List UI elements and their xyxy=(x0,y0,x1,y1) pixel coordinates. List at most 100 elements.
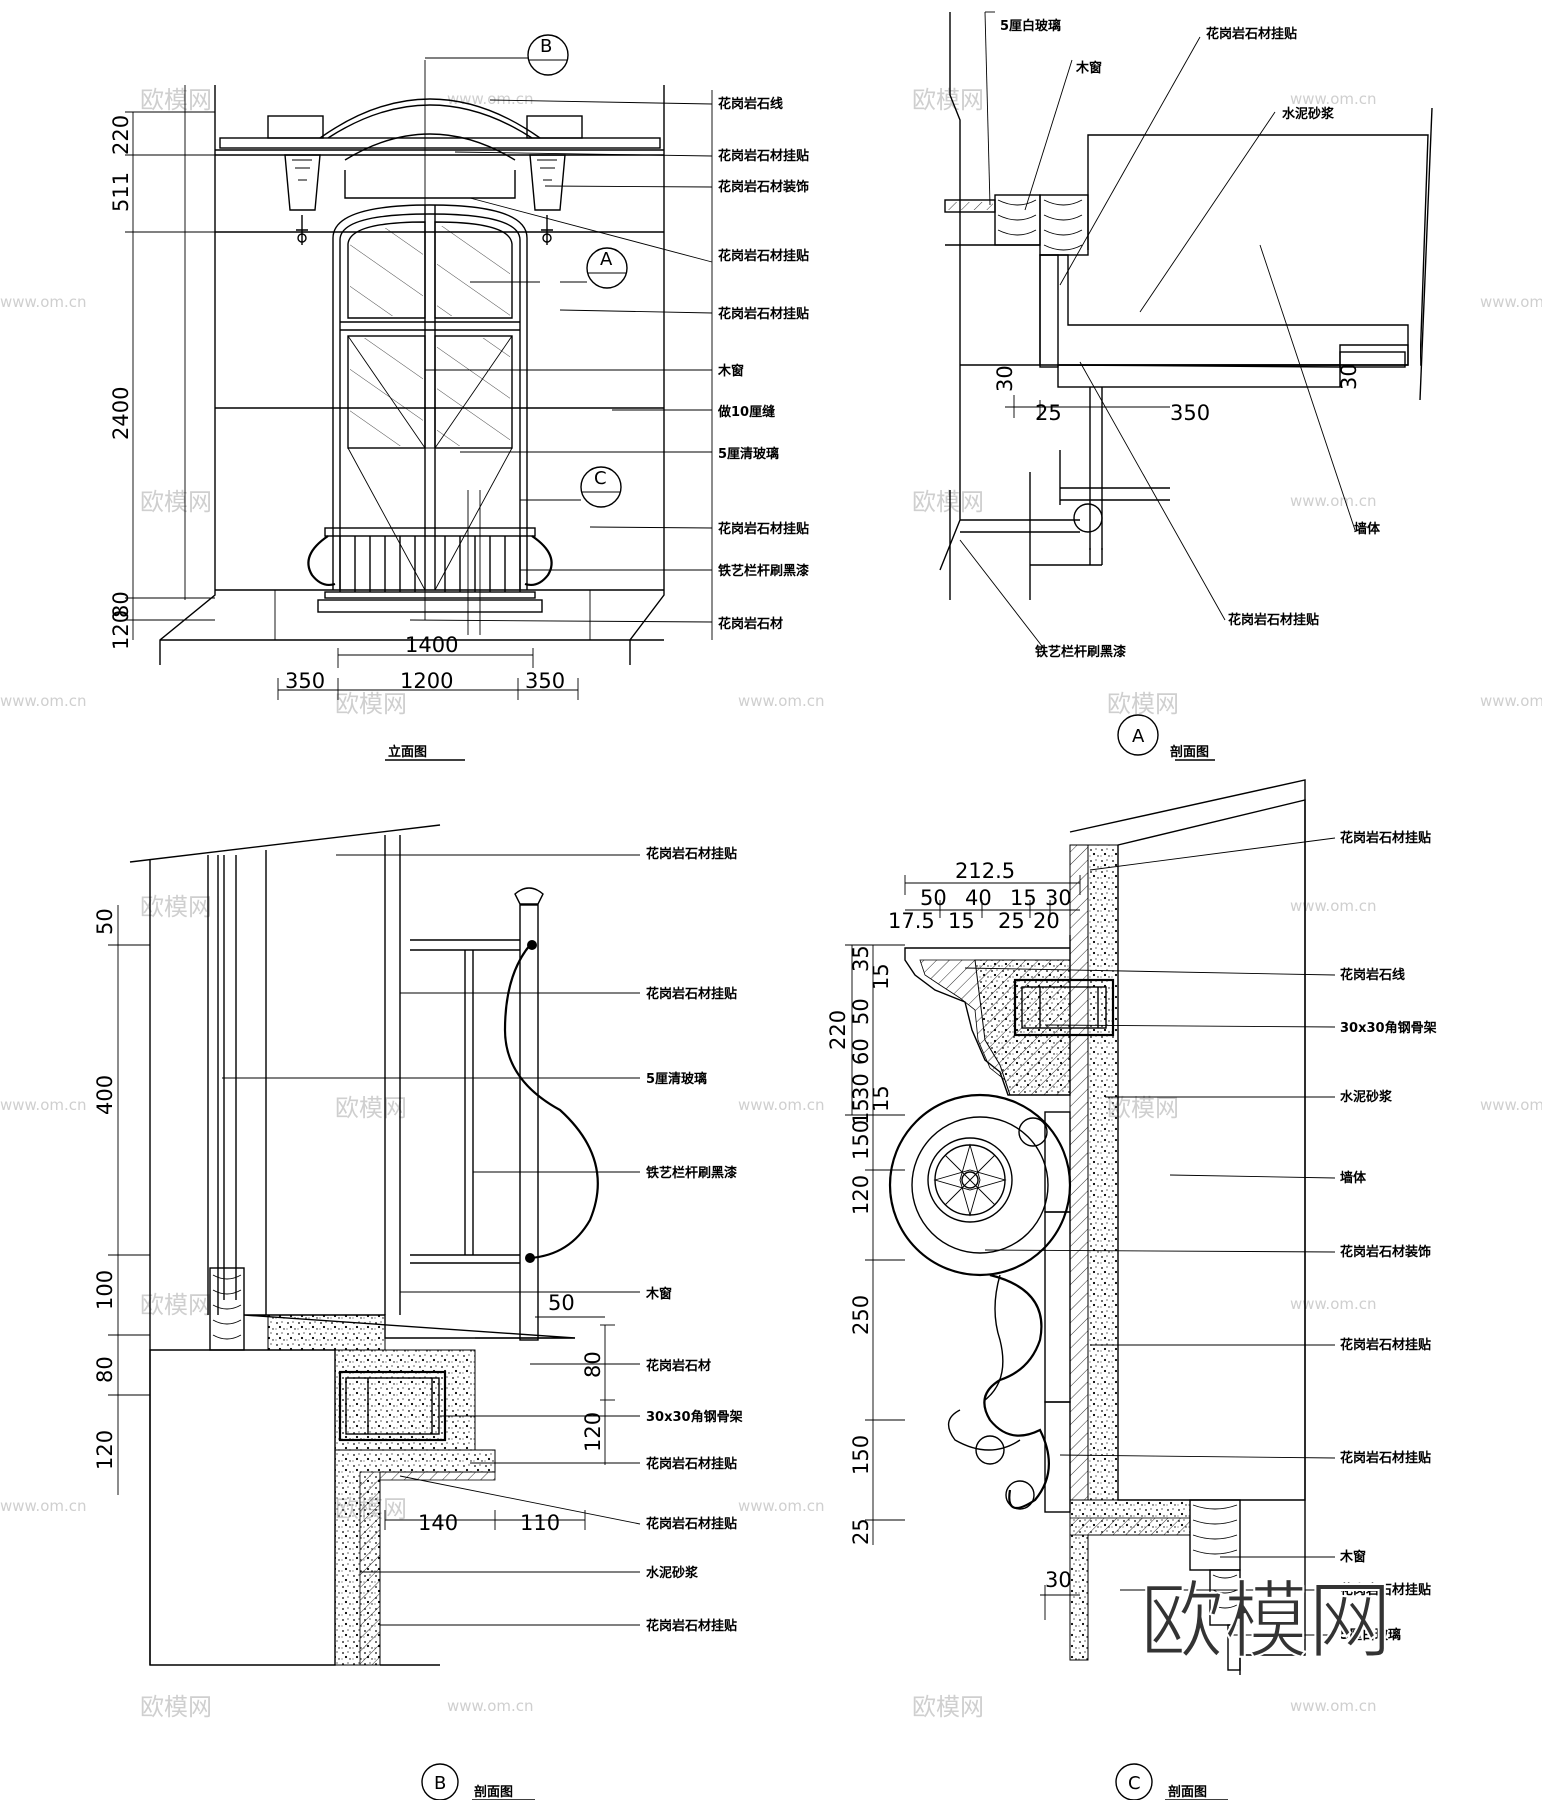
label: 花岗岩石线 xyxy=(1340,967,1405,983)
section-c-drawing xyxy=(845,779,1336,1800)
label: 水泥砂浆 xyxy=(1340,1089,1393,1105)
section-marker-a: A xyxy=(1132,726,1145,747)
label: 花岗岩石材挂贴 xyxy=(1340,830,1431,846)
dimension: 15 xyxy=(1010,886,1037,910)
dimension: 25 xyxy=(849,1518,873,1545)
label: 花岗岩石材挂贴 xyxy=(718,248,809,264)
label: 铁艺栏杆刷黑漆 xyxy=(1034,644,1126,660)
label: 花岗岩石材挂贴 xyxy=(1340,1337,1431,1353)
dimension: 220 xyxy=(826,1010,850,1050)
elevation-text: B A C 花岗岩石线 花岗岩石材挂贴 花岗岩石材装饰 花岗岩石材挂贴 花岗岩石… xyxy=(109,36,809,760)
dimension: 60 xyxy=(849,1038,873,1065)
dimension: 30 xyxy=(849,1073,873,1100)
watermark-url: www.om.cn xyxy=(1290,1697,1377,1715)
label: 做10厘缝 xyxy=(717,404,775,420)
dimension: 30 xyxy=(993,365,1017,392)
watermark-url: www.om.cn xyxy=(738,692,825,710)
watermark-url: www.om.cn xyxy=(0,1497,87,1515)
watermark-text: 欧模网 xyxy=(912,488,984,516)
label: 花岗岩石材 xyxy=(646,1358,711,1374)
label: 水泥砂浆 xyxy=(1282,106,1335,122)
dimension: 212.5 xyxy=(955,859,1015,883)
dimension: 80 xyxy=(93,1356,117,1383)
dimension: 1200 xyxy=(400,669,453,693)
section-marker-c: C xyxy=(594,468,607,489)
watermark-url: www.om.cn xyxy=(447,1697,534,1715)
dimension: 350 xyxy=(285,669,325,693)
label: 5厘清玻璃 xyxy=(646,1071,707,1087)
label: 木窗 xyxy=(1339,1549,1366,1565)
dimension: 350 xyxy=(1170,401,1210,425)
dimension: 35 xyxy=(849,945,873,972)
section-marker-b: B xyxy=(434,1773,446,1794)
dimension: 400 xyxy=(93,1075,117,1115)
label: 花岗岩石材挂贴 xyxy=(646,986,737,1002)
dimension: 120 xyxy=(109,610,133,650)
dimension: 25 xyxy=(998,909,1025,933)
dimension: 250 xyxy=(849,1295,873,1335)
drawing-caption: 立面图 xyxy=(388,744,427,760)
label: 30x30角钢骨架 xyxy=(1340,1020,1437,1036)
watermark-text: 欧模网 xyxy=(912,1693,984,1721)
watermark-url: www.om.cn xyxy=(1480,692,1542,710)
section-c-text: 花岗岩石材挂贴 花岗岩石线 30x30角钢骨架 水泥砂浆 墙体 花岗岩石材装饰 … xyxy=(826,830,1437,1800)
dimension: 80 xyxy=(581,1351,605,1378)
section-marker-b: B xyxy=(540,36,552,57)
dimension: 150 xyxy=(849,1435,873,1475)
label: 花岗岩石材挂贴 xyxy=(646,1516,737,1532)
watermark-text: 欧模网 xyxy=(140,893,212,921)
label: 水泥砂浆 xyxy=(646,1565,699,1581)
dimension: 220 xyxy=(109,115,133,155)
label: 花岗岩石材挂贴 xyxy=(646,1618,737,1634)
watermark-url: www.om.cn xyxy=(447,90,534,108)
dimension: 30 xyxy=(1045,1568,1072,1592)
elevation-drawing xyxy=(125,34,713,761)
dimension: 50 xyxy=(920,886,947,910)
watermark-text: 欧模网 xyxy=(140,86,212,114)
watermark-text: 欧模网 xyxy=(1107,690,1179,718)
dimension: 50 xyxy=(849,998,873,1025)
dimension: 100 xyxy=(93,1270,117,1310)
section-b-drawing xyxy=(108,824,641,1800)
watermark-url: www.om.cn xyxy=(738,1497,825,1515)
dimension: 50 xyxy=(548,1291,575,1315)
dimension: 350 xyxy=(525,669,565,693)
dimension: 15 xyxy=(869,963,893,990)
watermark-url: www.om.cn xyxy=(0,293,87,311)
label: 5厘白玻璃 xyxy=(1000,18,1061,34)
drawing-caption: 剖面图 xyxy=(474,1784,513,1800)
watermark-url: www.om.cn xyxy=(1290,897,1377,915)
dimension: 80 xyxy=(109,591,133,618)
watermark-text: 欧模网 xyxy=(912,86,984,114)
label: 花岗岩石材挂贴 xyxy=(718,521,809,537)
dimension: 110 xyxy=(520,1511,560,1535)
label: 5厘清玻璃 xyxy=(718,446,779,462)
watermark-text: 欧模网 xyxy=(1107,1094,1179,1122)
section-a-drawing xyxy=(939,11,1433,761)
watermark-url: www.om.cn xyxy=(738,1096,825,1114)
dimension: 120 xyxy=(581,1412,605,1452)
label: 木窗 xyxy=(717,363,744,379)
watermark-logo: 欧模网 xyxy=(1140,1572,1392,1670)
watermark-url: www.om.cn xyxy=(0,692,87,710)
dimension: 140 xyxy=(418,1511,458,1535)
drawing-caption: 剖面图 xyxy=(1170,744,1209,760)
label: 5厘白玻璃 xyxy=(1340,1627,1401,1643)
section-marker-a: A xyxy=(600,249,613,270)
label: 墙体 xyxy=(1340,1170,1367,1186)
dimension: 15 xyxy=(948,909,975,933)
dimension: 20 xyxy=(1033,909,1060,933)
dimension: 17.5 xyxy=(888,909,935,933)
dimension: 30 xyxy=(1045,886,1072,910)
watermark-text: 欧模网 xyxy=(140,1291,212,1319)
dimension: 120 xyxy=(93,1430,117,1470)
watermark-text: 欧模网 xyxy=(335,690,407,718)
dimension: 150 xyxy=(849,1120,873,1160)
label: 铁艺栏杆刷黑漆 xyxy=(645,1165,737,1181)
label: 花岗岩石材挂贴 xyxy=(1340,1450,1431,1466)
section-b-text: 花岗岩石材挂贴 花岗岩石材挂贴 5厘清玻璃 铁艺栏杆刷黑漆 木窗 花岗岩石材 3… xyxy=(93,846,743,1800)
label: 花岗岩石线 xyxy=(718,96,783,112)
watermark-text: 欧模网 xyxy=(140,488,212,516)
label: 花岗岩石材挂贴 xyxy=(1206,26,1297,42)
dimension: 40 xyxy=(965,886,992,910)
